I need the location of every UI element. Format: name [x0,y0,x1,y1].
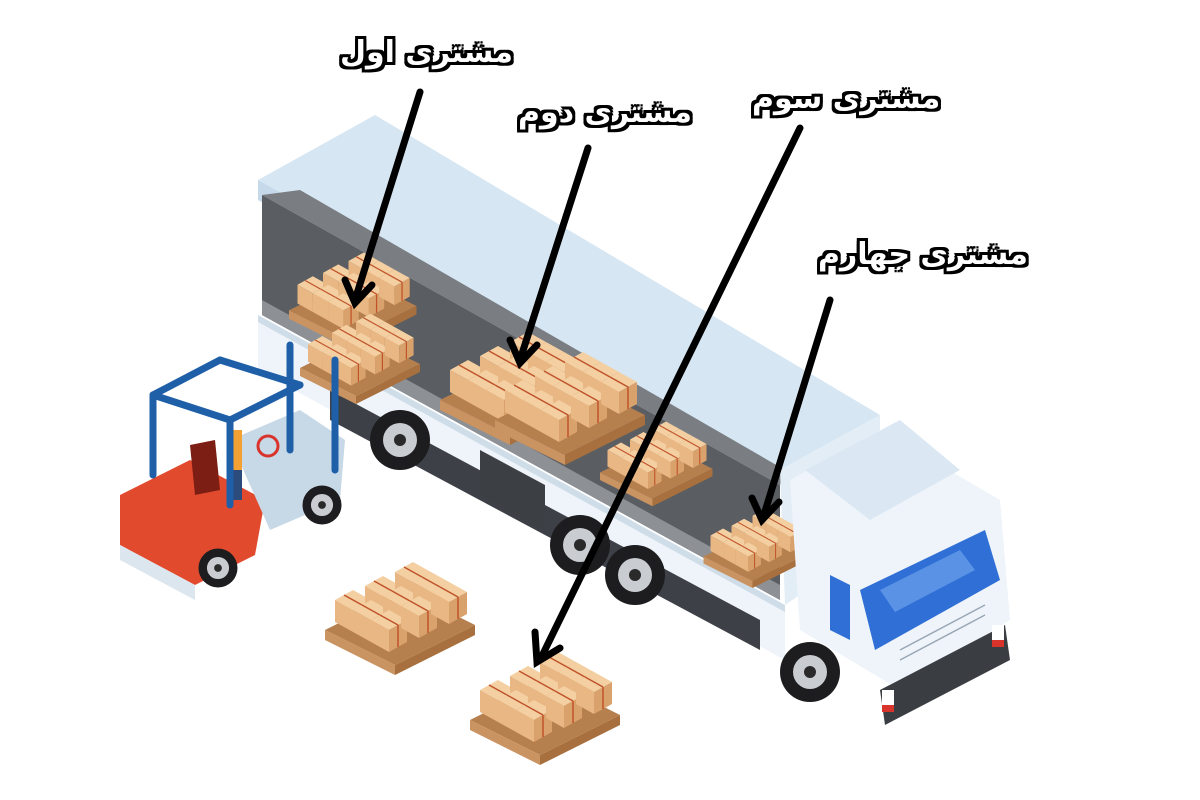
label-customer-2: مشتری دوم [518,95,692,130]
label-customer-4: مشتری جهارم [818,237,1028,272]
label-customer-1: مشتری اول [340,35,513,70]
pointer-arrows [341,88,834,668]
label-customer-3: مشتری سوم [752,81,941,116]
forklift [120,341,345,600]
truck-cab [780,420,1010,725]
